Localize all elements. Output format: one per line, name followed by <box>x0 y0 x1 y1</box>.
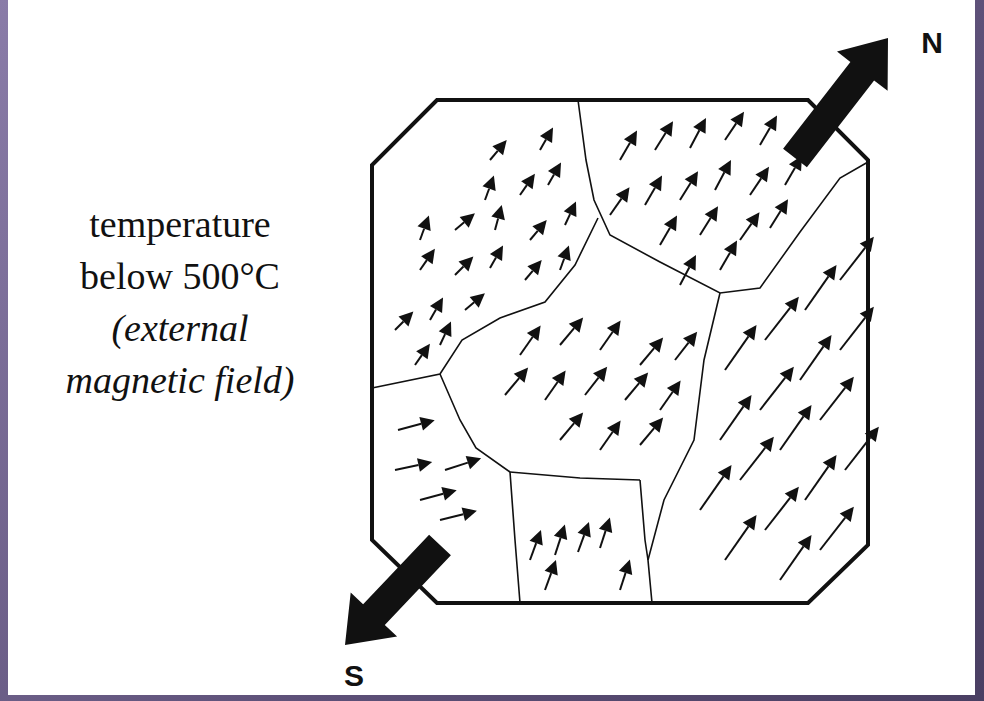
moment-arrow <box>760 116 777 145</box>
moment-arrow <box>610 187 630 215</box>
moment-arrow <box>675 332 697 360</box>
condition-note: (external magnetic field) <box>45 302 315 406</box>
south-arrow <box>345 535 451 645</box>
moment-arrow <box>545 560 558 590</box>
moment-arrow <box>395 458 432 472</box>
moment-arrow <box>440 507 477 521</box>
moment-arrow <box>455 257 473 275</box>
moment-arrow <box>805 455 837 500</box>
moment-arrow <box>800 335 832 380</box>
moment-arrow <box>820 507 854 550</box>
moment-arrow <box>780 405 812 450</box>
moment-arrow <box>660 381 681 410</box>
moment-arrow <box>845 427 879 470</box>
moment-arrow <box>548 162 561 185</box>
moment-arrow <box>805 265 837 310</box>
north-label: N <box>912 22 952 63</box>
moment-arrow <box>600 321 621 350</box>
moment-arrow <box>415 344 430 365</box>
moment-arrow <box>491 205 505 230</box>
moment-arrow <box>660 216 677 245</box>
moment-arrow <box>720 395 752 440</box>
moment-arrow <box>770 199 788 228</box>
magnetic-moment-arrows <box>395 112 879 590</box>
grain-octagon <box>372 100 868 603</box>
moment-arrow <box>700 206 718 235</box>
moment-arrow <box>525 260 542 280</box>
moment-arrow <box>640 417 663 445</box>
moment-arrow <box>720 241 737 270</box>
moment-arrow <box>490 245 503 268</box>
moment-arrow <box>740 212 760 240</box>
moment-arrow <box>765 487 799 530</box>
moment-arrow <box>700 465 732 510</box>
moment-arrow <box>690 118 706 148</box>
moment-arrow <box>655 121 673 150</box>
moment-arrow <box>780 535 812 580</box>
moment-arrow <box>398 417 435 431</box>
moment-arrow <box>520 174 535 195</box>
grain-boundaries <box>372 100 868 603</box>
moment-arrow <box>680 255 696 285</box>
moment-arrow <box>505 367 528 395</box>
moment-arrow <box>750 167 769 195</box>
moment-arrow <box>820 377 854 420</box>
moment-arrow <box>455 213 475 230</box>
moment-arrow <box>418 216 431 240</box>
moment-arrow <box>483 176 496 200</box>
moment-arrow <box>600 421 621 450</box>
moment-arrow <box>760 367 794 410</box>
field-direction-arrows <box>345 38 888 645</box>
moment-arrow <box>465 293 485 310</box>
condition-label: temperature below 500°C <box>45 198 315 302</box>
moment-arrow <box>560 317 583 345</box>
moment-arrow <box>430 297 443 320</box>
south-label: S <box>334 655 374 696</box>
moment-arrow <box>725 515 757 560</box>
moment-arrow <box>645 176 662 205</box>
moment-arrow <box>445 456 481 470</box>
moment-arrow <box>680 171 698 200</box>
moment-arrow <box>558 246 571 270</box>
moment-arrow <box>578 522 591 552</box>
moment-arrow <box>715 160 731 190</box>
north-arrow <box>783 38 888 167</box>
moment-arrow <box>420 487 457 501</box>
moment-arrow <box>560 412 583 440</box>
moment-arrow <box>439 321 452 345</box>
moment-arrow <box>725 112 744 140</box>
moment-arrow <box>740 437 774 480</box>
moment-arrow <box>625 372 648 400</box>
moment-arrow <box>620 131 637 160</box>
moment-arrow <box>640 337 663 365</box>
moment-arrow <box>619 560 632 590</box>
moment-arrow <box>395 312 413 330</box>
moment-arrow <box>530 220 547 240</box>
moment-arrow <box>840 307 874 350</box>
moment-arrow <box>840 237 874 280</box>
moment-arrow <box>765 297 799 340</box>
moment-arrow <box>490 140 507 160</box>
moment-arrow <box>554 525 567 555</box>
moment-arrow <box>725 325 757 370</box>
moment-arrow <box>530 530 543 560</box>
moment-arrow <box>599 518 612 548</box>
moment-arrow <box>540 127 553 150</box>
moment-arrow <box>585 367 607 395</box>
moment-arrow <box>420 249 435 270</box>
moment-arrow <box>520 326 541 355</box>
moment-arrow <box>564 201 577 225</box>
moment-arrow <box>545 371 566 400</box>
